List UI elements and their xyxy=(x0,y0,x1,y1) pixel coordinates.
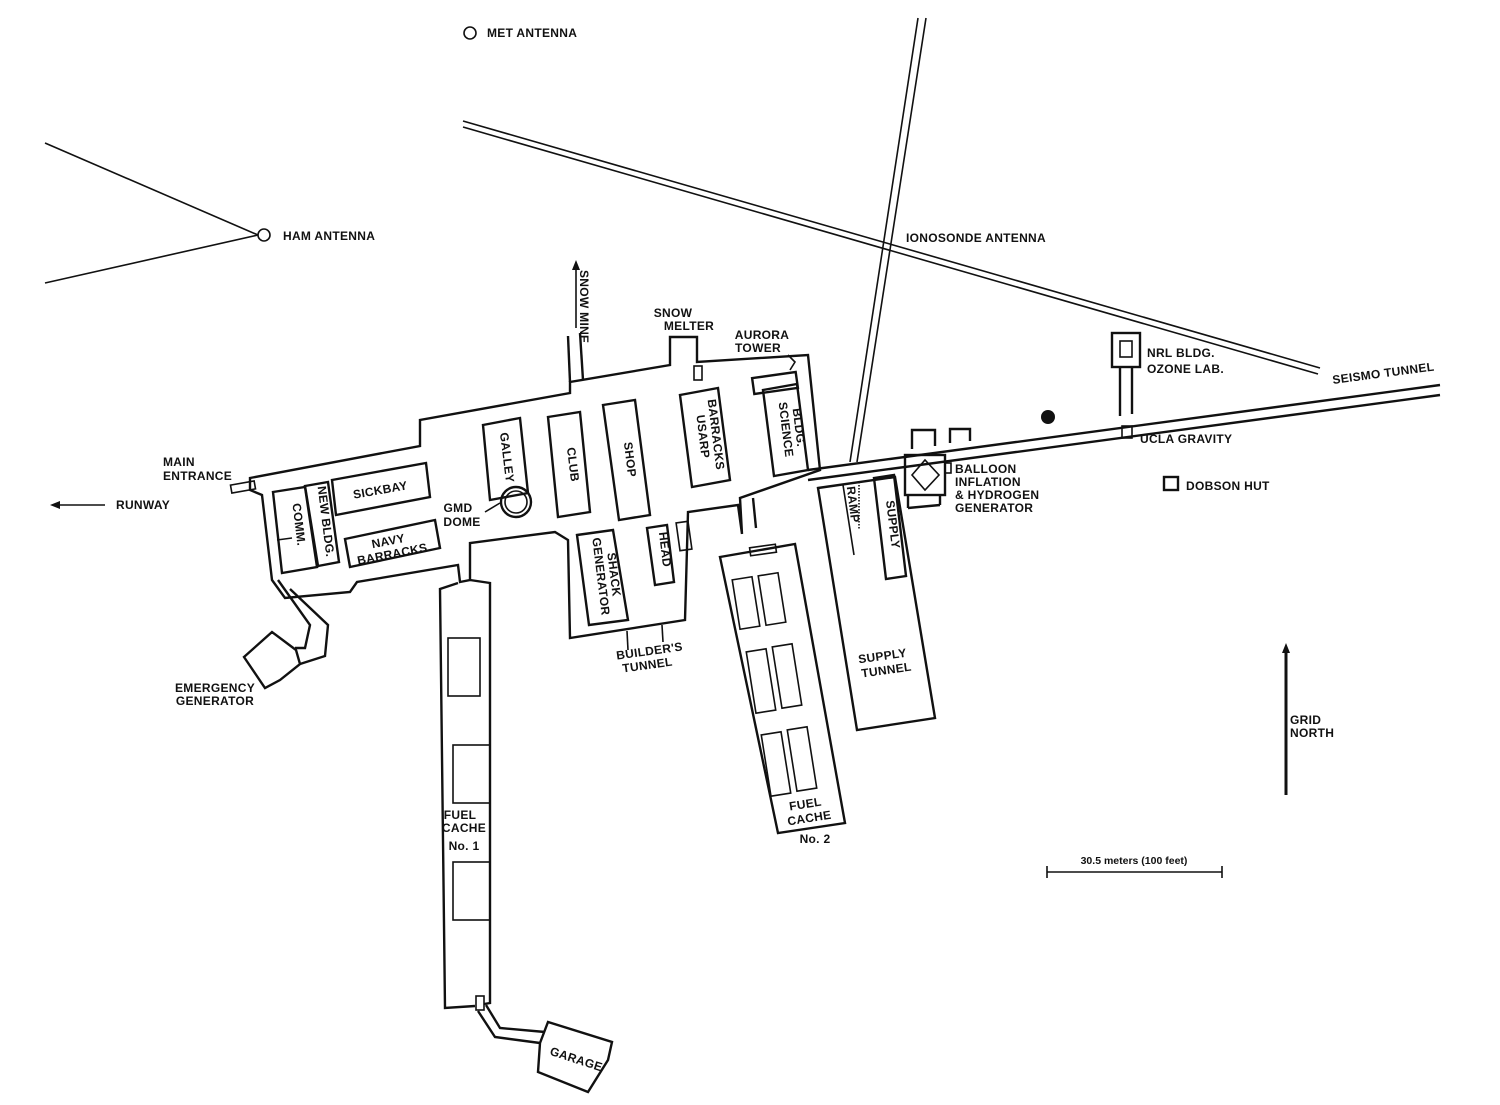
science-bldg-label-1: SCIENCE xyxy=(776,401,797,458)
comm-label: COMM. xyxy=(289,502,308,546)
head: HEAD xyxy=(645,520,693,587)
nrl-building: NRL BLDG. OZONE LAB. xyxy=(1110,331,1224,416)
fuel-cache-2: FUEL CACHE No. 2 xyxy=(718,542,847,846)
snow-melter-label-2: MELTER xyxy=(664,319,714,333)
supply-tunnel-label-1: SUPPLY xyxy=(857,646,907,667)
dobson-hut-label: DOBSON HUT xyxy=(1186,479,1270,493)
marker-dot xyxy=(1041,410,1055,424)
usarp-barracks: USARP BARRACKS xyxy=(678,386,732,489)
generator-shack-label-2: SHACK xyxy=(604,552,623,598)
balloon-label-1: BALLOON xyxy=(955,462,1016,476)
met-antenna-label: MET ANTENNA xyxy=(487,26,577,40)
main-entrance-label-2: ENTRANCE xyxy=(163,469,232,483)
snow-mine-label: SNOW MINE xyxy=(577,270,591,343)
grid-north-arrow: GRID NORTH xyxy=(1282,643,1334,795)
shop-label: SHOP xyxy=(621,441,639,478)
snow-melter: SNOW MELTER xyxy=(654,306,714,381)
ucla-gravity: UCLA GRAVITY xyxy=(1121,425,1232,446)
balloon-inflation-building: BALLOON INFLATION & HYDROGEN GENERATOR xyxy=(903,453,1039,515)
supply-tunnel: SUPPLY RAMP SUPPLY TUNNEL xyxy=(751,473,937,732)
main-entrance[interactable]: MAIN ENTRANCE xyxy=(163,455,257,494)
navy-barracks-label-1: NAVY xyxy=(370,531,406,551)
grid-north-label-2: NORTH xyxy=(1290,726,1334,740)
runway-direction: RUNWAY xyxy=(50,498,170,512)
builders-tunnel-label-2: TUNNEL xyxy=(621,655,673,676)
grid-north-label-1: GRID xyxy=(1290,713,1321,727)
main-station-outline xyxy=(248,335,822,640)
usarp-barracks-label-1: USARP xyxy=(693,414,712,459)
dobson-hut: DOBSON HUT xyxy=(1162,475,1270,493)
science-bldg-label-2: BLDG. xyxy=(790,407,809,447)
small-annex-2 xyxy=(948,427,972,443)
ham-antenna: HAM ANTENNA xyxy=(44,142,375,284)
scale-label: 30.5 meters (100 feet) xyxy=(1081,855,1188,867)
aurora-tower-label-2: TOWER xyxy=(735,341,781,355)
nrl-bldg-label-1: NRL BLDG. xyxy=(1147,346,1215,360)
balloon-label-2: INFLATION xyxy=(955,475,1021,489)
galley-label: GALLEY xyxy=(497,432,517,484)
main-entrance-label-1: MAIN xyxy=(163,455,195,469)
navy-barracks: NAVY BARRACKS xyxy=(343,518,442,569)
fuel-cache-2-label-1: FUEL xyxy=(788,795,822,814)
fuel-cache-2-label-2: CACHE xyxy=(786,808,832,829)
science-building: SCIENCE BLDG. xyxy=(761,382,810,478)
small-annex-1 xyxy=(910,428,937,449)
emergency-generator-label-1: EMERGENCY xyxy=(175,681,255,695)
snow-melter-label-1: SNOW xyxy=(654,306,693,320)
comm-room: COMM. xyxy=(271,485,319,575)
fuel-cache-1: FUEL CACHE No. 1 xyxy=(438,578,492,1011)
ucla-gravity-label: UCLA GRAVITY xyxy=(1140,432,1232,446)
met-antenna: MET ANTENNA xyxy=(463,26,577,40)
ham-antenna-label: HAM ANTENNA xyxy=(283,229,375,243)
aurora-tower-label-1: AURORA xyxy=(735,328,789,342)
scale-bar: 30.5 meters (100 feet) xyxy=(1046,855,1223,878)
sickbay: SICKBAY xyxy=(330,461,432,517)
garage: GARAGE xyxy=(476,1004,614,1094)
ionosonde-antenna: IONOSONDE ANTENNA xyxy=(462,17,1321,463)
snow-mine-tunnel: SNOW MINE xyxy=(566,260,591,383)
fuel-cache-1-label-2: CACHE xyxy=(442,821,486,835)
club-label: CLUB xyxy=(564,447,582,483)
fuel-cache-1-label-1: FUEL xyxy=(444,808,477,822)
runway-label: RUNWAY xyxy=(116,498,170,512)
ramp-label: RAMP xyxy=(844,486,862,524)
balloon-label-3: & HYDROGEN xyxy=(955,488,1039,502)
shop: SHOP xyxy=(601,398,652,522)
generator-shack: GENERATOR SHACK xyxy=(575,528,630,627)
head-label: HEAD xyxy=(656,531,674,568)
club: CLUB xyxy=(546,410,592,519)
seismo-tunnel: SEISMO TUNNEL xyxy=(807,360,1441,482)
fuel-cache-2-label-3: No. 2 xyxy=(800,832,831,846)
fuel-cache-1-label-3: No. 1 xyxy=(449,839,480,853)
emergency-generator-label-2: GENERATOR xyxy=(176,694,254,708)
garage-label: GARAGE xyxy=(548,1044,604,1074)
gmd-dome-label-2: DOME xyxy=(443,515,480,529)
emergency-generator: EMERGENCY GENERATOR xyxy=(175,579,330,708)
seismo-tunnel-label: SEISMO TUNNEL xyxy=(1332,360,1436,387)
supply-tunnel-label-2: TUNNEL xyxy=(860,660,912,681)
supply-label: SUPPLY xyxy=(883,499,903,549)
gmd-dome: GMD DOME xyxy=(443,485,533,529)
nrl-bldg-label-2: OZONE LAB. xyxy=(1147,362,1224,376)
gmd-dome-label-1: GMD xyxy=(444,501,473,515)
builders-tunnel: BUILDER'S TUNNEL xyxy=(615,624,684,676)
balloon-label-4: GENERATOR xyxy=(955,501,1033,515)
ionosonde-antenna-label: IONOSONDE ANTENNA xyxy=(906,231,1046,245)
aurora-tower: AURORA TOWER xyxy=(735,328,800,396)
sickbay-label: SICKBAY xyxy=(352,478,409,501)
